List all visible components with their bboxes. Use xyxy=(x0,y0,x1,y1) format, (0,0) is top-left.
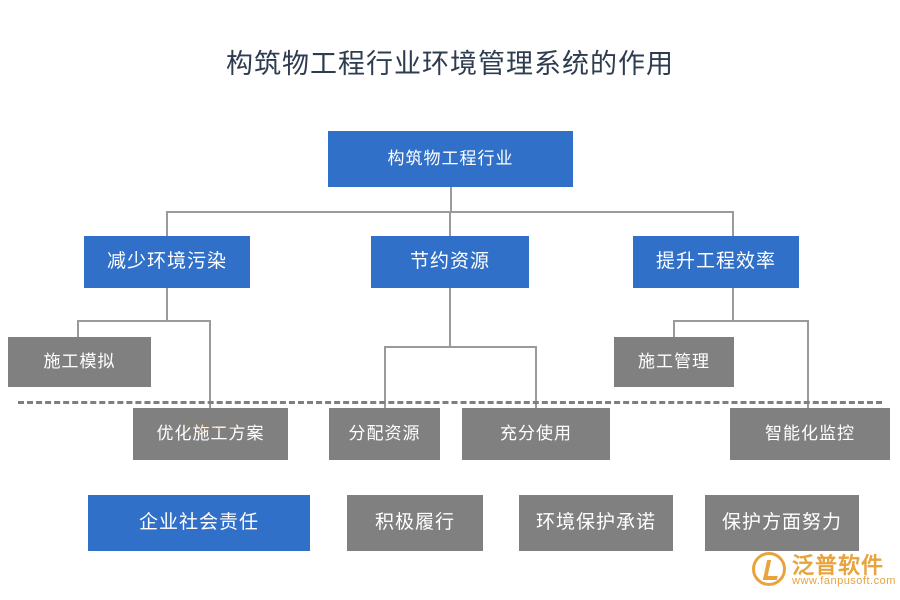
logo-name-cn: 泛普软件 xyxy=(792,553,885,578)
connector-leaf-manage-stem xyxy=(673,320,675,337)
node-root[interactable]: 构筑物工程行业 xyxy=(328,131,573,187)
connector-root-stem xyxy=(450,186,452,212)
logo-name-en: www.fanpusoft.com xyxy=(792,575,896,587)
connector-branch3-down xyxy=(732,288,734,322)
connector-leaf-optimize-stem xyxy=(209,320,211,408)
connector-branch2-down xyxy=(449,288,451,348)
node-leaf-smart-monitoring[interactable]: 智能化监控 xyxy=(730,408,890,460)
connector-leaf-sim-stem xyxy=(77,320,79,337)
connector-branch3-stem xyxy=(732,211,734,236)
connector-leaf-allocate-stem xyxy=(384,346,386,408)
connector-branch2-bus xyxy=(384,346,536,348)
node-branch-save-resources[interactable]: 节约资源 xyxy=(371,236,529,288)
connector-leaf-fulluse-stem xyxy=(535,346,537,408)
connector-leaf-smart-stem xyxy=(807,320,809,408)
node-leaf-construction-simulation[interactable]: 施工模拟 xyxy=(8,337,151,387)
node-bottom-social-responsibility[interactable]: 企业社会责任 xyxy=(88,495,310,551)
node-leaf-optimize-plan[interactable]: 优化施工方案 xyxy=(133,408,288,460)
node-branch-improve-efficiency[interactable]: 提升工程效率 xyxy=(633,236,799,288)
node-branch-reduce-pollution[interactable]: 减少环境污染 xyxy=(84,236,250,288)
node-bottom-active-fulfill[interactable]: 积极履行 xyxy=(347,495,483,551)
connector-branch1-stem xyxy=(166,211,168,236)
dashed-divider xyxy=(18,401,882,404)
connector-branch3-bus xyxy=(673,320,809,322)
node-bottom-environment-commitment[interactable]: 环境保护承诺 xyxy=(519,495,673,551)
connector-branch1-down xyxy=(166,288,168,322)
connector-branch1-bus xyxy=(77,320,210,322)
connector-branch2-stem xyxy=(449,211,451,236)
brand-logo: 泛普软件 www.fanpusoft.com xyxy=(752,548,895,594)
logo-mark-icon xyxy=(752,552,786,586)
node-leaf-construction-management[interactable]: 施工管理 xyxy=(614,337,734,387)
page-title: 构筑物工程行业环境管理系统的作用 xyxy=(226,49,674,79)
node-leaf-full-use[interactable]: 充分使用 xyxy=(462,408,610,460)
node-bottom-protection-effort[interactable]: 保护方面努力 xyxy=(705,495,859,551)
node-leaf-allocate-resources[interactable]: 分配资源 xyxy=(329,408,440,460)
